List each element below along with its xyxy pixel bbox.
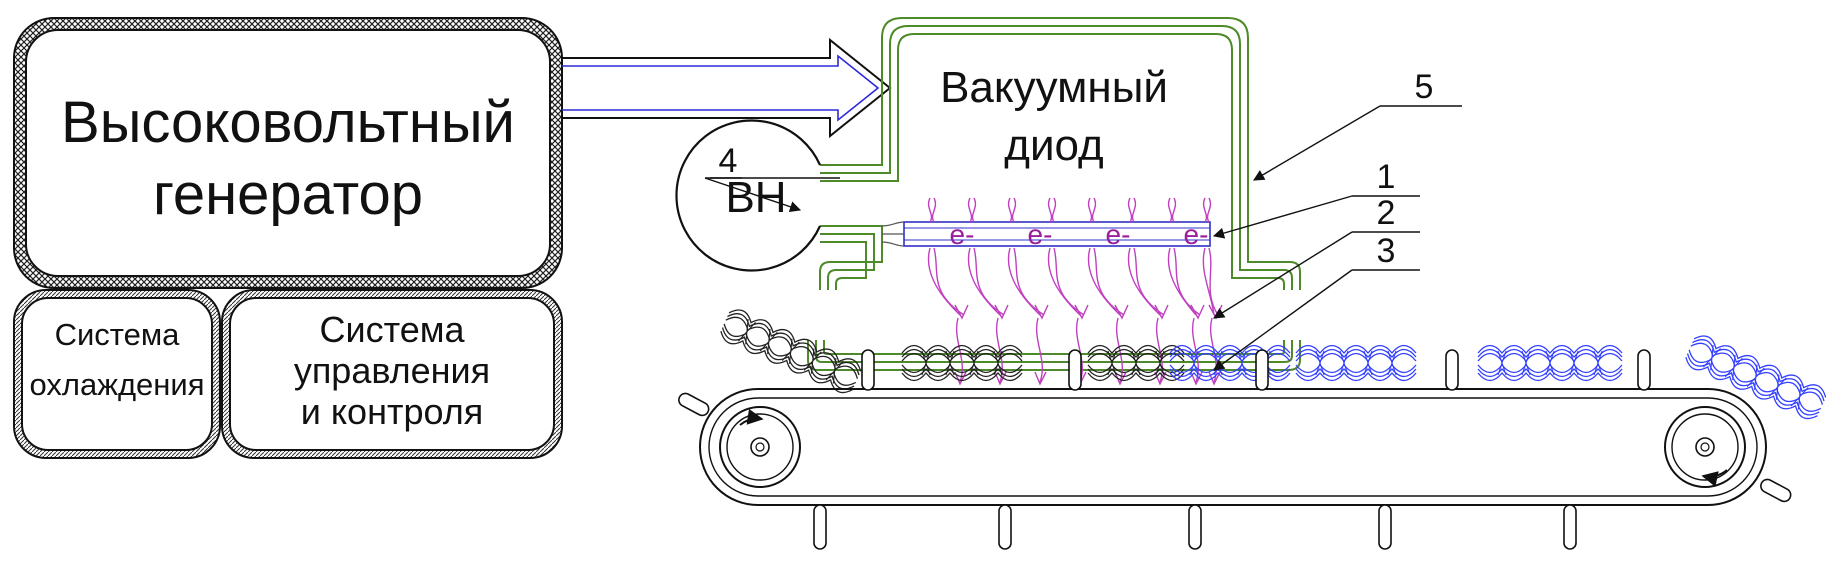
product-chain-unprocessed (1087, 344, 1185, 382)
support-leg (1188, 504, 1202, 550)
electron-label: e- (1106, 219, 1131, 250)
beam-ray-top (967, 197, 977, 223)
diode-label-line2: диод (1004, 121, 1103, 170)
electron-label: e- (950, 219, 975, 250)
product-chains (720, 309, 1827, 420)
electron-label: e- (1028, 219, 1053, 250)
support-leg (813, 504, 827, 550)
beam-ray (1007, 247, 1049, 386)
conveyor-belt (678, 392, 1792, 503)
cooling-label-line2: охлаждения (29, 367, 204, 402)
beam-ray-top (1087, 197, 1097, 223)
support-leg (1563, 504, 1577, 550)
cathode-emitter (881, 221, 1211, 247)
beam-ray-top (927, 197, 937, 223)
support-legs (813, 504, 1577, 550)
beam-ray-top (1047, 197, 1057, 223)
cooling-label-line1: Система (55, 317, 181, 352)
diode-label-line1: Вакуумный (940, 63, 1168, 112)
support-leg (1378, 504, 1392, 550)
beam-ray (967, 247, 1009, 386)
generator-block: Высоковольтный генератор (13, 17, 563, 289)
belt-cleat (1445, 349, 1459, 391)
callout-3: 3 (1377, 232, 1396, 270)
beam-ray-top (1167, 197, 1177, 223)
cooling-block: Система охлаждения (13, 289, 221, 459)
beam-ray (1087, 247, 1129, 386)
belt-cleat (1637, 349, 1651, 391)
vacuum-pump: ВН (675, 119, 822, 272)
belt-cleat (861, 349, 875, 391)
support-leg (998, 504, 1012, 550)
pump-label: ВН (725, 173, 786, 222)
beam-ray-top (1202, 197, 1212, 223)
callouts: 4 5 1 2 3 (704, 68, 1462, 371)
product-chain-irradiated (1477, 344, 1623, 382)
vacuum-chamber: Вакуумный диод (807, 17, 1301, 371)
beam-ray (1202, 247, 1223, 386)
product-chain-irradiated (1295, 344, 1417, 382)
control-label-line3: и контроля (301, 391, 483, 432)
end-roller-right (1760, 478, 1792, 503)
right-pulley (1664, 406, 1746, 488)
beam-ray-top (1007, 197, 1017, 223)
left-pulley (719, 406, 801, 488)
product-chain-unprocessed (901, 344, 1023, 382)
callout-2: 2 (1377, 194, 1396, 232)
generator-label-line2: генератор (153, 162, 423, 227)
belt-cleats (861, 349, 1651, 391)
beam-ray-top (1127, 197, 1137, 223)
electron-label: e- (1184, 219, 1209, 250)
belt-cleat (1068, 349, 1082, 391)
product-chain-outgoing (1685, 335, 1827, 420)
beam-ray (1127, 247, 1169, 386)
beam-ray (927, 247, 969, 386)
conveyor-outline (699, 388, 1767, 506)
product-chain-incoming (720, 309, 862, 394)
callout-4: 4 (719, 142, 738, 180)
power-feed-arrow (562, 37, 892, 139)
callout-5: 5 (1415, 68, 1434, 106)
control-label-line1: Система (320, 309, 466, 350)
callout-1: 1 (1377, 158, 1396, 196)
control-block: Система управления и контроля (221, 289, 563, 459)
beam-ray (1167, 247, 1205, 386)
belt-cleat (1255, 349, 1269, 391)
generator-label-line1: Высоковольтный (61, 90, 515, 155)
control-label-line2: управления (294, 350, 490, 391)
end-roller-left (678, 392, 710, 417)
electron-labels: e- e- e- e- (950, 219, 1209, 250)
